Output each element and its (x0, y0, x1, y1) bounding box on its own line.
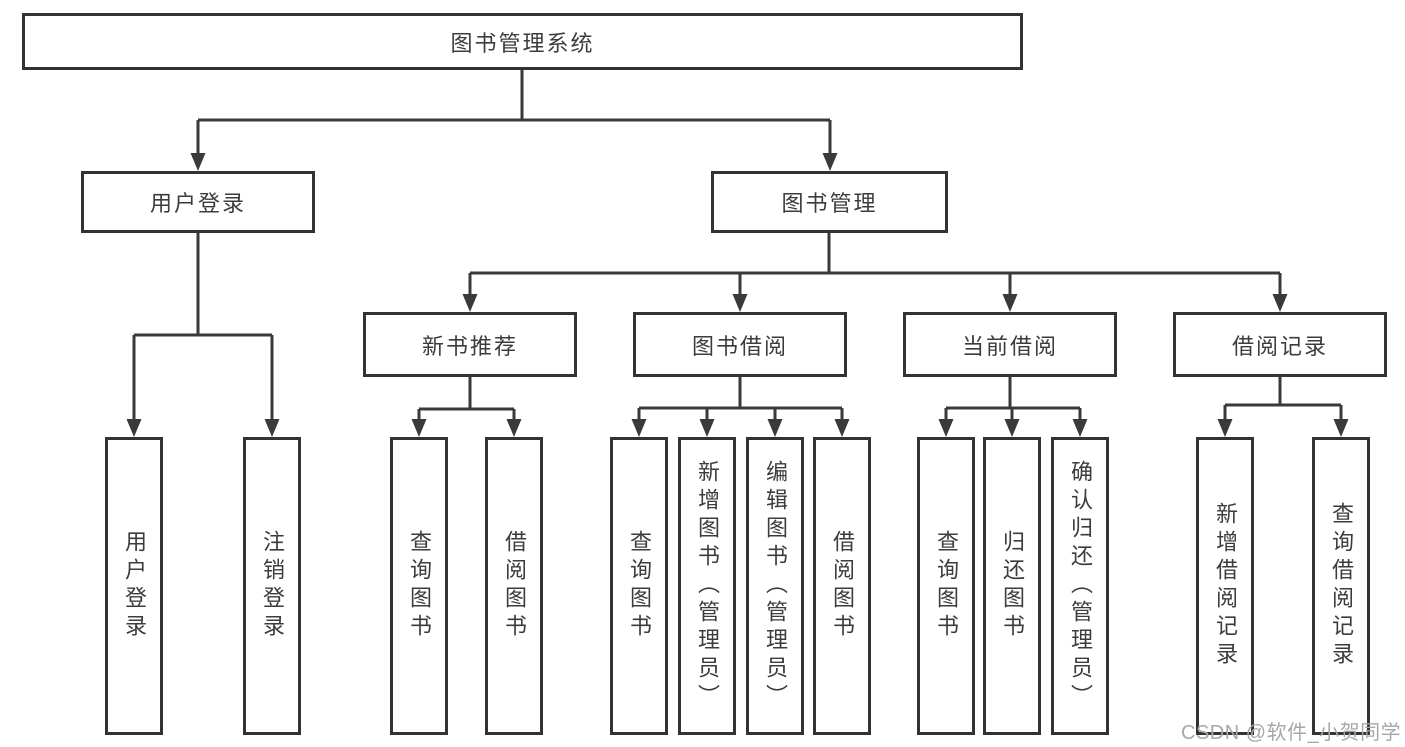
node-library-management-system: 图书管理系统 (22, 13, 1023, 70)
arrowhead-icon (126, 419, 142, 437)
node-book-borrow: 图书借阅 (633, 312, 847, 377)
arrowhead-icon (462, 294, 478, 312)
arrowhead-icon (1333, 419, 1349, 437)
node-borrow-records: 借阅记录 (1173, 312, 1387, 377)
node-add-book-admin: 新增图书（管理员） (678, 437, 736, 735)
node-new-book-recommend: 新书推荐 (363, 312, 577, 377)
node-borrow-books-leaf: 借阅图书 (813, 437, 871, 735)
node-query-books-recommend: 查询图书 (390, 437, 448, 735)
arrowhead-icon (1217, 419, 1233, 437)
node-confirm-return-admin: 确认归还（管理员） (1051, 437, 1109, 735)
arrowhead-icon (732, 294, 748, 312)
watermark-text: CSDN @软件_小贺同学 (1181, 722, 1402, 744)
arrowhead-icon (264, 419, 280, 437)
node-logout: 注销登录 (243, 437, 301, 735)
node-book-management: 图书管理 (711, 171, 948, 233)
arrowhead-icon (506, 419, 522, 437)
node-current-borrow: 当前借阅 (903, 312, 1117, 377)
arrowhead-icon (1002, 294, 1018, 312)
arrowhead-icon (411, 419, 427, 437)
arrowhead-icon (699, 419, 715, 437)
arrowhead-icon (834, 419, 850, 437)
arrowhead-icon (938, 419, 954, 437)
node-query-books-borrow: 查询图书 (610, 437, 668, 735)
arrowhead-icon (767, 419, 783, 437)
node-query-books-current: 查询图书 (917, 437, 975, 735)
node-query-borrow-record: 查询借阅记录 (1312, 437, 1370, 735)
node-edit-book-admin: 编辑图书（管理员） (746, 437, 804, 735)
node-add-borrow-record: 新增借阅记录 (1196, 437, 1254, 735)
arrowhead-icon (1072, 419, 1088, 437)
node-borrow-books-recommend: 借阅图书 (485, 437, 543, 735)
arrowhead-icon (822, 153, 838, 171)
arrowhead-icon (631, 419, 647, 437)
arrowhead-icon (190, 153, 206, 171)
arrowhead-icon (1004, 419, 1020, 437)
node-user-login: 用户登录 (81, 171, 315, 233)
node-user-login-leaf: 用户登录 (105, 437, 163, 735)
arrowhead-icon (1272, 294, 1288, 312)
node-return-books: 归还图书 (983, 437, 1041, 735)
